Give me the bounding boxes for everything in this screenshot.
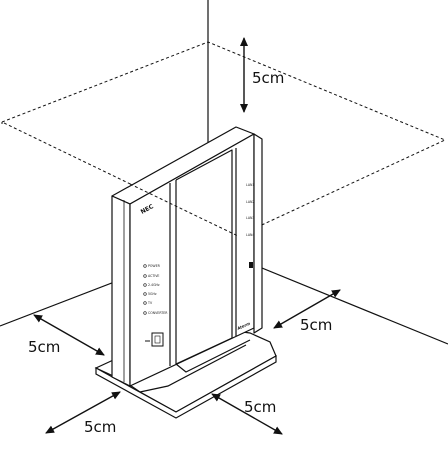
power-led-icon <box>143 264 147 268</box>
label-front-left-clearance: 5cm <box>84 418 116 436</box>
port-label: LAN3 <box>246 216 254 220</box>
front-center-panel <box>175 149 233 365</box>
label-left-clearance: 5cm <box>28 338 60 356</box>
indicator-group: POWER ACTIVE 2.4GHz 5GHz TV CONVERTER <box>143 264 168 315</box>
stand-front-edge <box>95 354 277 419</box>
port-label: LAN2 <box>246 200 254 204</box>
arrow-left-side <box>33 314 105 356</box>
port-label: LAN4 <box>246 233 254 237</box>
setup-button <box>151 332 164 347</box>
indicator-label: 5GHz <box>148 292 157 296</box>
router-body <box>111 126 263 387</box>
clearance-overlay-line <box>129 183 239 237</box>
indicator-power: POWER <box>143 264 161 268</box>
indicator-label: POWER <box>148 264 161 268</box>
router-left-side <box>111 195 131 387</box>
wifi-5-led-icon <box>143 292 147 296</box>
indicator-label: 2.4GHz <box>148 283 160 287</box>
indicator-24ghz: 2.4GHz <box>143 283 160 287</box>
indicator-converter: CONVERTER <box>143 311 168 315</box>
label-top-clearance: 5cm <box>252 69 284 87</box>
clearance-overlay <box>129 183 239 237</box>
arrow-right-side <box>273 289 341 329</box>
converter-led-icon <box>143 311 147 315</box>
dimension-arrows <box>33 37 341 435</box>
setup-button-icon <box>154 335 161 344</box>
router-right-edge <box>253 133 263 334</box>
arrow-front-left <box>45 391 121 434</box>
indicator-active: ACTIVE <box>143 274 159 278</box>
port-label-group: LAN1 LAN2 LAN3 LAN4 <box>246 183 254 268</box>
front-logo: Aterm <box>235 321 250 332</box>
indicator-label: TV <box>147 301 153 305</box>
indicator-label: CONVERTER <box>148 311 168 315</box>
wifi-24-led-icon <box>143 283 147 287</box>
indicator-5ghz: 5GHz <box>143 292 157 296</box>
indicator-label: ACTIVE <box>148 274 159 278</box>
front-lower-lip <box>175 339 251 373</box>
tv-led-icon <box>143 301 147 305</box>
status-lamp-icon <box>249 262 253 268</box>
label-front-right-clearance: 5cm <box>244 398 276 416</box>
label-right-clearance: 5cm <box>300 316 332 334</box>
setup-button-group <box>145 332 164 347</box>
arrow-front-right <box>211 393 283 435</box>
indicator-tv: TV <box>143 301 153 305</box>
stand-groove <box>139 344 247 393</box>
port-label: LAN1 <box>246 183 254 187</box>
active-led-icon <box>143 274 147 278</box>
